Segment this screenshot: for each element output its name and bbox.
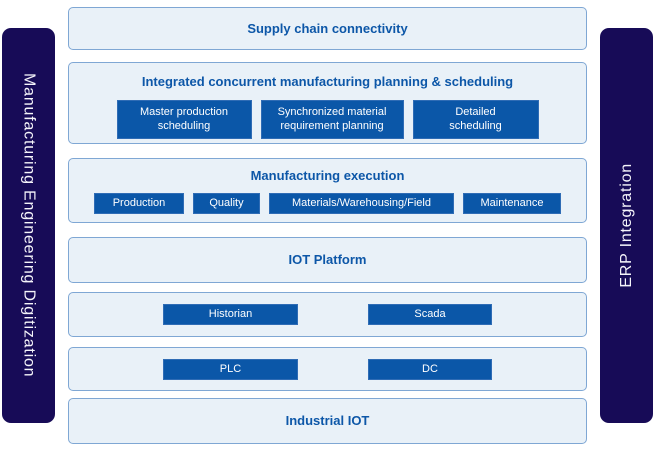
sidebar-right-label: ERP Integration (617, 163, 635, 288)
node-materials-warehousing-field: Materials/Warehousing/Field (269, 192, 454, 214)
layer-manufacturing-execution: Manufacturing execution Production Quali… (68, 158, 587, 223)
node-synchronized-material-requirement-planning: Synchronized material requirement planni… (260, 99, 404, 139)
node-plc: PLC (163, 358, 298, 380)
node-group: Production Quality Materials/Warehousing… (69, 192, 586, 214)
layer-industrial-iot: Industrial IOT (68, 398, 587, 444)
sidebar-manufacturing-engineering: Manufacturing Engineering Digitization (2, 28, 55, 423)
layer-plc-dc: PLC DC (68, 347, 587, 391)
node-master-production-scheduling: Master production scheduling (116, 99, 252, 139)
layer-stack: Supply chain connectivity Integrated con… (68, 7, 587, 444)
node-group: Master production scheduling Synchronize… (69, 99, 586, 139)
layer-planning-scheduling: Integrated concurrent manufacturing plan… (68, 62, 587, 144)
node-dc: DC (368, 358, 492, 380)
layer-title: Manufacturing execution (250, 168, 405, 183)
node-production: Production (94, 192, 184, 214)
sidebar-left-label: Manufacturing Engineering Digitization (20, 73, 38, 378)
layer-title: Supply chain connectivity (247, 20, 408, 36)
layer-supply-chain-connectivity: Supply chain connectivity (68, 7, 587, 50)
node-maintenance: Maintenance (463, 192, 561, 214)
node-scada: Scada (368, 304, 492, 325)
layer-title: Integrated concurrent manufacturing plan… (141, 74, 514, 89)
node-quality: Quality (193, 192, 260, 214)
layer-iot-platform: IOT Platform (68, 237, 587, 283)
layer-historian-scada: Historian Scada (68, 292, 587, 337)
layer-title: Industrial IOT (285, 413, 370, 429)
node-group: PLC DC (69, 358, 586, 380)
node-historian: Historian (163, 304, 298, 325)
node-detailed-scheduling: Detailed scheduling (412, 99, 539, 139)
layer-title: IOT Platform (288, 252, 367, 268)
node-group: Historian Scada (69, 304, 586, 325)
sidebar-erp-integration: ERP Integration (600, 28, 653, 423)
